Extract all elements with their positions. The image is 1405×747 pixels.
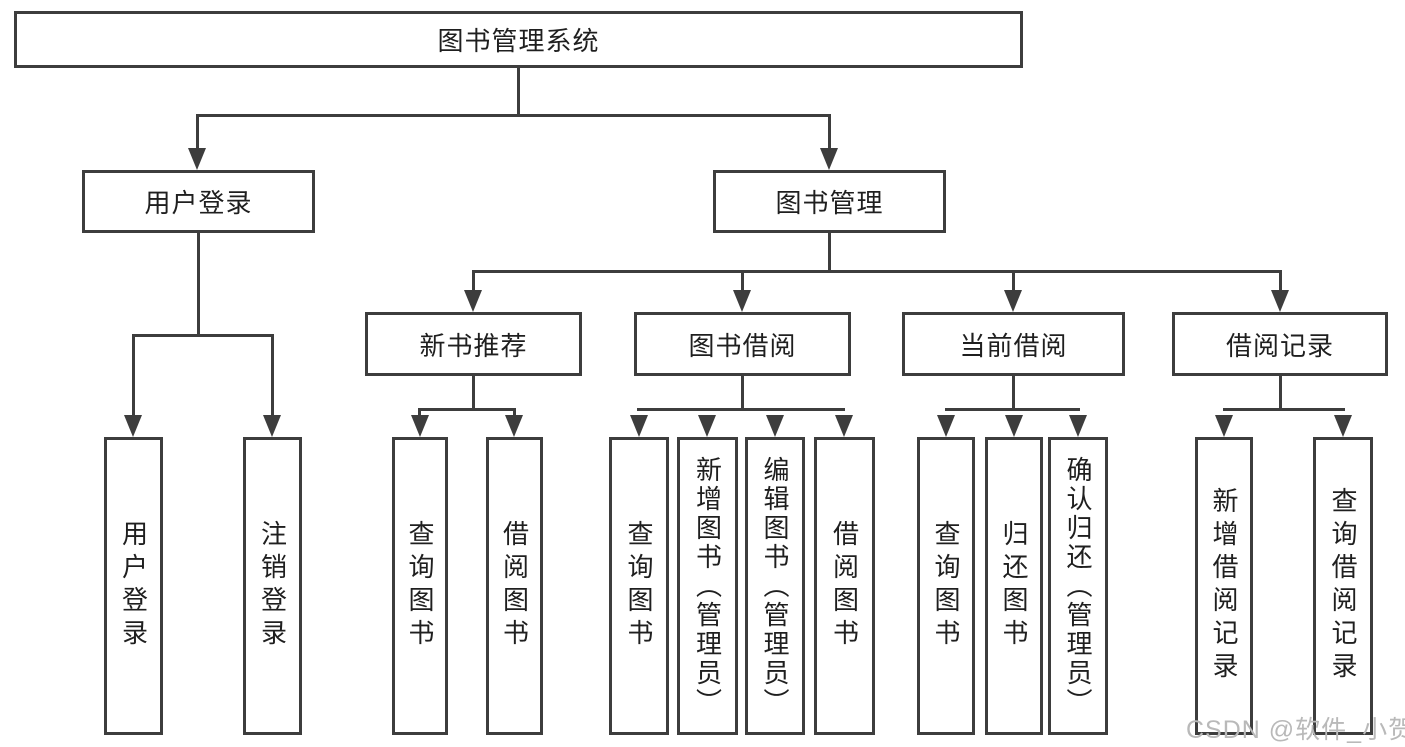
arrow-down-icon [1005, 415, 1023, 437]
node-root-label: 图书管理系统 [437, 26, 600, 56]
leaf-query-borrow-record: 查询借阅记录 [1313, 437, 1373, 735]
connector-book-mgmt-branch [472, 270, 1282, 273]
arrow-down-icon [733, 290, 751, 312]
connector-book-borrow-stub [741, 374, 744, 410]
node-user-login: 用户登录 [82, 170, 315, 233]
leaf-borrow-book-recommend: 借阅图书 [486, 437, 543, 735]
leaf-confirm-return-admin-label: 确认归还（管理员） [1063, 455, 1093, 717]
leaf-add-borrow-record: 新增借阅记录 [1195, 437, 1253, 735]
connector-root-drop-right [828, 114, 831, 152]
leaf-borrow-book: 借阅图书 [814, 437, 875, 735]
node-user-login-label: 用户登录 [144, 188, 253, 218]
leaf-borrow-book-label: 借阅图书 [829, 520, 860, 652]
node-new-book-recommend: 新书推荐 [365, 312, 582, 376]
leaf-add-borrow-record-label: 新增借阅记录 [1209, 487, 1239, 685]
connector-book-mgmt-drop-1 [472, 270, 475, 296]
connector-user-login-drop-1 [132, 334, 135, 419]
arrow-down-icon [1004, 290, 1022, 312]
leaf-return-book: 归还图书 [985, 437, 1043, 735]
leaf-query-book-borrowing-label: 查询图书 [624, 520, 654, 652]
connector-book-mgmt-drop-3 [1012, 270, 1015, 296]
arrow-down-icon [124, 415, 142, 437]
connector-root-drop-left [196, 114, 199, 152]
arrow-down-icon [188, 148, 206, 170]
connector-current-borrow-stub [1012, 374, 1015, 410]
node-book-management-label: 图书管理 [775, 188, 884, 218]
leaf-add-book-admin-label: 新增图书（管理员） [692, 455, 723, 717]
connector-root-stub [517, 66, 520, 116]
leaf-edit-book-admin-label: 编辑图书（管理员） [760, 455, 790, 717]
leaf-edit-book-admin: 编辑图书（管理员） [745, 437, 805, 735]
connector-book-mgmt-stub [828, 231, 831, 272]
node-root: 图书管理系统 [14, 11, 1023, 68]
leaf-query-book-recommend: 查询图书 [392, 437, 448, 735]
leaf-return-book-label: 归还图书 [999, 520, 1029, 652]
leaf-query-book-current: 查询图书 [917, 437, 975, 735]
watermark: CSDN @软件_小贺同学 [1186, 716, 1405, 744]
leaf-query-book-current-label: 查询图书 [931, 520, 961, 652]
connector-book-mgmt-drop-2 [741, 270, 744, 296]
node-borrowing-records: 借阅记录 [1172, 312, 1388, 376]
connector-new-book-stub [472, 374, 475, 410]
arrow-down-icon [1215, 415, 1233, 437]
connector-user-login-drop-2 [271, 334, 274, 419]
arrow-down-icon [1334, 415, 1352, 437]
connector-user-login-stub [197, 231, 200, 336]
connector-borrow-record-branch [1223, 408, 1345, 411]
connector-root-branch [196, 114, 831, 117]
node-book-borrowing-label: 图书借阅 [688, 330, 797, 361]
arrow-down-icon [411, 415, 429, 437]
connector-book-borrow-branch [637, 408, 845, 411]
node-book-borrowing: 图书借阅 [634, 312, 851, 376]
leaf-user-login-label: 用户登录 [118, 520, 149, 652]
node-current-borrowing-label: 当前借阅 [959, 330, 1068, 361]
leaf-logout-label: 注销登录 [257, 520, 288, 652]
arrow-down-icon [263, 415, 281, 437]
arrow-down-icon [505, 415, 523, 437]
leaf-user-login: 用户登录 [104, 437, 163, 735]
leaf-query-book-borrowing: 查询图书 [609, 437, 669, 735]
connector-new-book-branch [419, 408, 516, 411]
arrow-down-icon [464, 290, 482, 312]
arrow-down-icon [1271, 290, 1289, 312]
arrow-down-icon [820, 148, 838, 170]
connector-new-book-drop-1 [418, 408, 421, 420]
leaf-add-book-admin: 新增图书（管理员） [677, 437, 738, 735]
leaf-borrow-book-recommend-label: 借阅图书 [499, 520, 530, 652]
arrow-down-icon [1069, 415, 1087, 437]
leaf-confirm-return-admin: 确认归还（管理员） [1048, 437, 1108, 735]
leaf-query-borrow-record-label: 查询借阅记录 [1328, 487, 1358, 685]
connector-user-login-branch [132, 334, 274, 337]
connector-new-book-drop-2 [513, 408, 516, 420]
arrow-down-icon [766, 415, 784, 437]
connector-current-borrow-branch [945, 408, 1080, 411]
leaf-query-book-recommend-label: 查询图书 [405, 520, 435, 652]
connector-borrow-record-stub [1279, 374, 1282, 410]
node-book-management: 图书管理 [713, 170, 946, 233]
arrow-down-icon [698, 415, 716, 437]
arrow-down-icon [835, 415, 853, 437]
leaf-logout: 注销登录 [243, 437, 302, 735]
node-borrowing-records-label: 借阅记录 [1225, 330, 1334, 361]
arrow-down-icon [937, 415, 955, 437]
connector-book-mgmt-drop-4 [1279, 270, 1282, 296]
node-current-borrowing: 当前借阅 [902, 312, 1125, 376]
arrow-down-icon [630, 415, 648, 437]
node-new-book-recommend-label: 新书推荐 [419, 330, 528, 361]
